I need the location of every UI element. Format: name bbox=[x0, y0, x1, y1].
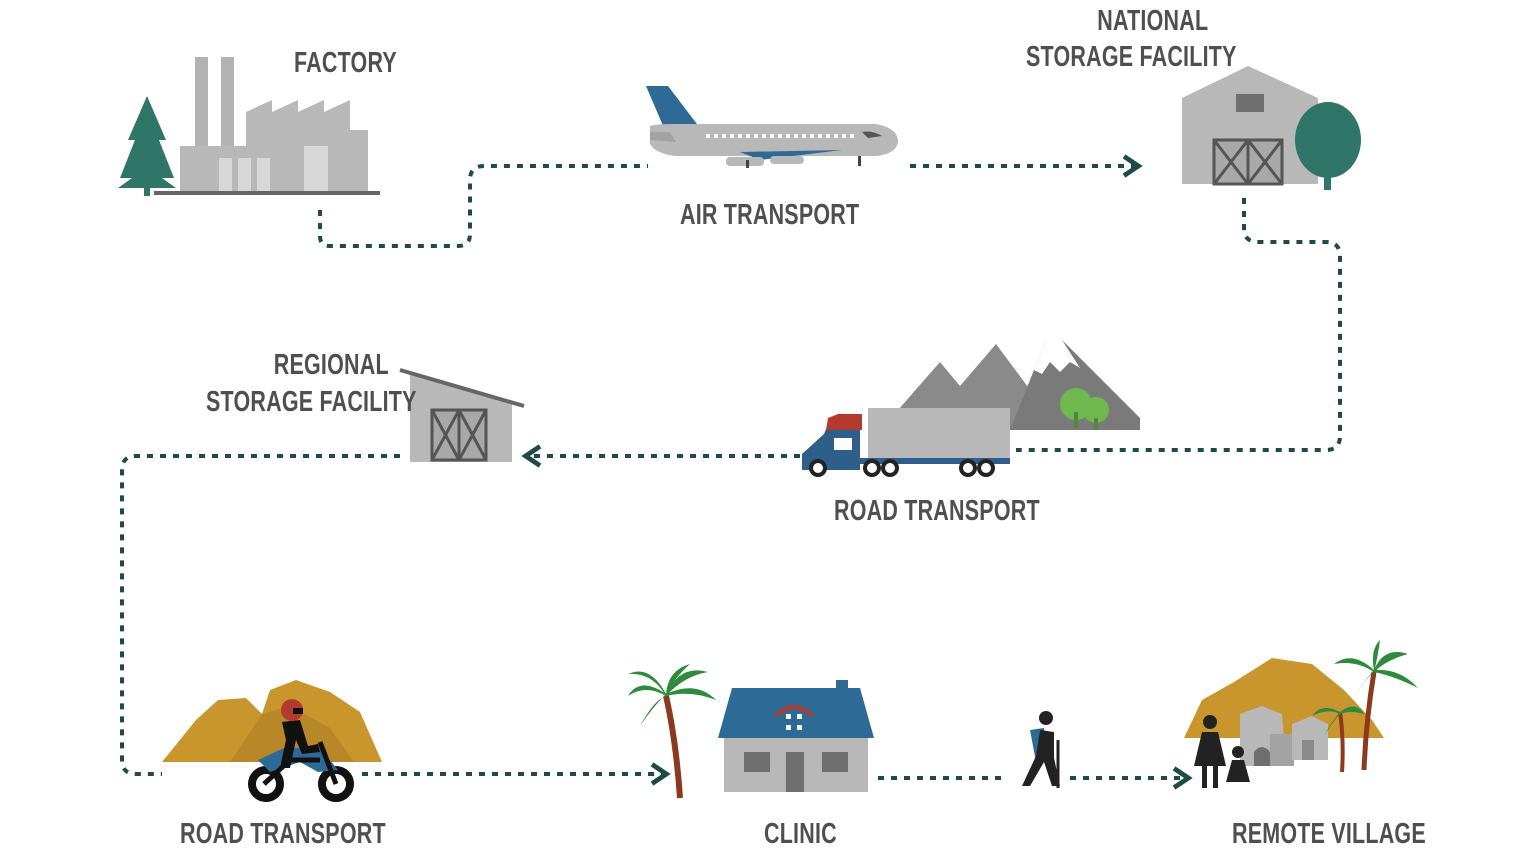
remote-village-icon bbox=[1184, 640, 1418, 788]
label-clinic: CLINIC bbox=[764, 818, 837, 850]
path-factory-to-air bbox=[318, 164, 648, 248]
truck-mountains-icon bbox=[802, 340, 1140, 477]
label-air-transport: AIR TRANSPORT bbox=[680, 199, 860, 231]
label-national-storage-line2: STORAGE FACILITY bbox=[1026, 41, 1237, 73]
label-regional-storage: REGIONAL STORAGE FACILITY bbox=[206, 346, 417, 421]
hiker-icon bbox=[1022, 711, 1060, 788]
label-road-transport-truck: ROAD TRANSPORT bbox=[834, 495, 1040, 527]
label-factory: FACTORY bbox=[294, 47, 397, 79]
path-regional-to-motorbike bbox=[120, 454, 400, 776]
label-national-storage: NATIONAL STORAGE FACILITY bbox=[1026, 2, 1237, 76]
path-national-to-truck bbox=[1016, 198, 1342, 452]
national-storage-icon bbox=[1182, 66, 1361, 190]
motorbike-hills-icon bbox=[162, 680, 382, 802]
label-regional-storage-line1: REGIONAL bbox=[273, 349, 389, 381]
regional-storage-icon bbox=[399, 368, 525, 462]
label-remote-village: REMOTE VILLAGE bbox=[1232, 818, 1426, 850]
factory-icon bbox=[118, 57, 380, 196]
airplane-icon bbox=[646, 86, 898, 168]
label-national-storage-line1: NATIONAL bbox=[1097, 5, 1209, 37]
label-regional-storage-line2: STORAGE FACILITY bbox=[206, 386, 417, 418]
connector-paths bbox=[120, 154, 1342, 790]
label-road-transport-motorbike: ROAD TRANSPORT bbox=[180, 818, 386, 850]
clinic-palm-icon bbox=[628, 664, 874, 799]
